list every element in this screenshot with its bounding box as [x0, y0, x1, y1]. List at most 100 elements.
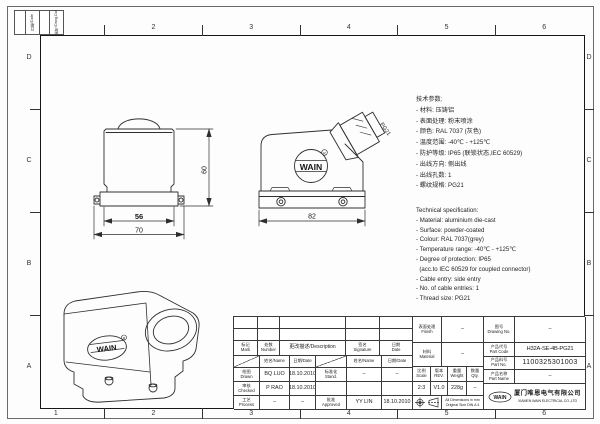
spec-line: - 出线方向: 侧出线	[416, 160, 467, 168]
revision-cell	[258, 317, 280, 329]
grid-row-label: B	[586, 260, 592, 267]
grid-tick	[30, 109, 40, 110]
rev-label: 版本 REV.	[431, 367, 448, 382]
title-block-right-column: 图号 Drawing No. – 产品代号 Part Code H32A-SE-…	[484, 317, 586, 410]
approved-name: YY LIN	[347, 396, 382, 410]
spec-line: 技术参数:	[416, 96, 443, 103]
part-name-value: –	[515, 370, 586, 384]
revision-empty-row	[234, 317, 413, 329]
grid-row-label: C	[586, 157, 592, 164]
rev-value: V1.0	[431, 382, 448, 396]
drawing-no-label: 图号 Drawing No.	[484, 317, 515, 343]
revision-header-row: 标记 Mark 处数 Number 更改描述/Description 签名 Si…	[234, 341, 413, 356]
finish-label: 表面处理 Finish	[413, 317, 442, 343]
empty-cell	[316, 382, 347, 396]
revision-cell	[346, 317, 380, 329]
grid-tick	[30, 315, 40, 316]
grid-tick	[584, 109, 594, 110]
material-label: 材料 Material	[413, 343, 442, 367]
qty-label: 数量 Qty.	[467, 367, 484, 382]
grid-column-label: 4	[346, 410, 351, 417]
grid-tick	[300, 25, 301, 36]
role-process: 工艺 Process	[234, 396, 260, 410]
grid-column-label: 3	[249, 410, 254, 417]
corner-strip-empty-cell	[15, 11, 26, 34]
revision-header-signature: 签名 Signature	[346, 341, 380, 356]
revision-cell	[258, 329, 280, 341]
process-name: –	[260, 396, 290, 410]
grid-column-label: 6	[542, 410, 547, 417]
weight-value: 228g	[448, 382, 467, 396]
wain-logo: WAIN	[488, 391, 512, 402]
spec-line: - Thread size: PG21	[416, 295, 471, 303]
drawn-name: BQ LUO	[260, 368, 290, 382]
dimensions-note: All Dimensions in mm Original Size DIN A…	[442, 396, 484, 410]
revision-cell	[380, 317, 413, 329]
spec-line: - 温度范围: -40℃ - +125℃	[416, 139, 491, 147]
drawing-no-value: –	[515, 317, 586, 343]
part-code-value: H32A-SE-4B-PG21	[515, 343, 586, 357]
grid-column-label: 6	[542, 24, 547, 31]
revision-cell	[380, 329, 413, 341]
revision-header-number: 处数 Number	[258, 341, 280, 356]
corner-filing-strip: 日期/Date 图号/Drwg.Dat	[14, 10, 64, 35]
signature-diagonal-cell	[234, 356, 260, 368]
spec-line: - Temperature range: -40℃ - +125℃	[416, 246, 517, 254]
grid-row-label: D	[26, 54, 32, 61]
spec-line: - Material: aluminium die-cast	[416, 216, 496, 224]
part-code-label: 产品代号 Part Code	[484, 343, 515, 357]
revision-cell	[346, 329, 380, 341]
grid-tick	[202, 25, 203, 36]
signature-row-checked: 审核 Checked P RAO 18.10.2010	[234, 382, 413, 396]
corner-strip-date-label: 日期/Date	[29, 14, 34, 31]
checked-date: 18.10.2010	[290, 382, 316, 396]
grid-tick	[202, 408, 203, 419]
qty-value: –	[467, 382, 484, 396]
revision-header-description: 更改描述/Description	[280, 341, 346, 356]
grid-column-label: 4	[346, 24, 351, 31]
technical-spec-chinese: 技术参数:- 材料: 压铸铝- 表面处理: 粉末喷涂- 颜色: RAL 7037…	[416, 95, 588, 192]
revision-cell	[234, 329, 258, 341]
empty-cell	[382, 382, 413, 396]
part-no-value: 1100325301003	[515, 357, 586, 370]
title-block-middle-column: 表面处理 Finish – 材料 Material – 比例 Scale 版本 …	[413, 317, 484, 410]
spec-line: - 颜色: RAL 7037 (灰色)	[416, 128, 482, 136]
stand-name: –	[347, 368, 382, 382]
spec-line: - 螺纹规格: PG21	[416, 182, 464, 190]
signature-row-process: 工艺 Process – – 批准 Approved YY LIN 18.10.…	[234, 396, 413, 410]
grid-row-label: C	[26, 157, 32, 164]
revision-cell	[280, 317, 346, 329]
material-value: –	[442, 343, 484, 367]
grid-column-label: 2	[151, 24, 156, 31]
finish-value: –	[442, 317, 484, 343]
spec-line: - 防护等级: IP65 (联锁状态,IEC 60529)	[416, 149, 523, 157]
grid-row-label: A	[26, 363, 32, 370]
spec-line: - Degree of protection: IP65	[416, 255, 491, 263]
spec-line: - No. of cable entries: 1	[416, 285, 479, 293]
grid-column-label: 2	[151, 410, 156, 417]
revision-cell	[234, 317, 258, 329]
spec-line: - 出线孔数: 1	[416, 171, 452, 179]
grid-row-label: A	[586, 363, 592, 370]
wain-logo-text: WAIN	[494, 395, 507, 401]
role-stand: 标准化 Stand.	[316, 368, 347, 382]
stand-date: –	[382, 368, 413, 382]
grid-column-label: 5	[444, 24, 449, 31]
corner-strip-empty-cell	[40, 11, 50, 34]
process-date: –	[290, 396, 316, 410]
grid-tick	[397, 408, 398, 419]
revision-header-date: 日期 Date	[380, 341, 413, 356]
grid-tick	[300, 408, 301, 419]
corner-strip-drwg-label: 图号/Drwg.Dat	[53, 10, 58, 35]
corner-strip-drwg-cell: 图号/Drwg.Dat	[50, 10, 63, 35]
subheader-name: 姓名/Name	[260, 356, 290, 368]
grid-column-label: 1	[53, 410, 58, 417]
company-name-cn: 厦门唯恩电气有限公司	[514, 390, 581, 398]
grid-tick	[397, 25, 398, 36]
revision-cell	[280, 329, 346, 341]
weight-label: 重量 Weight	[448, 367, 467, 382]
checked-name: P RAO	[260, 382, 290, 396]
spec-line: (acc.to IEC 60529 for coupled connector)	[416, 265, 531, 273]
